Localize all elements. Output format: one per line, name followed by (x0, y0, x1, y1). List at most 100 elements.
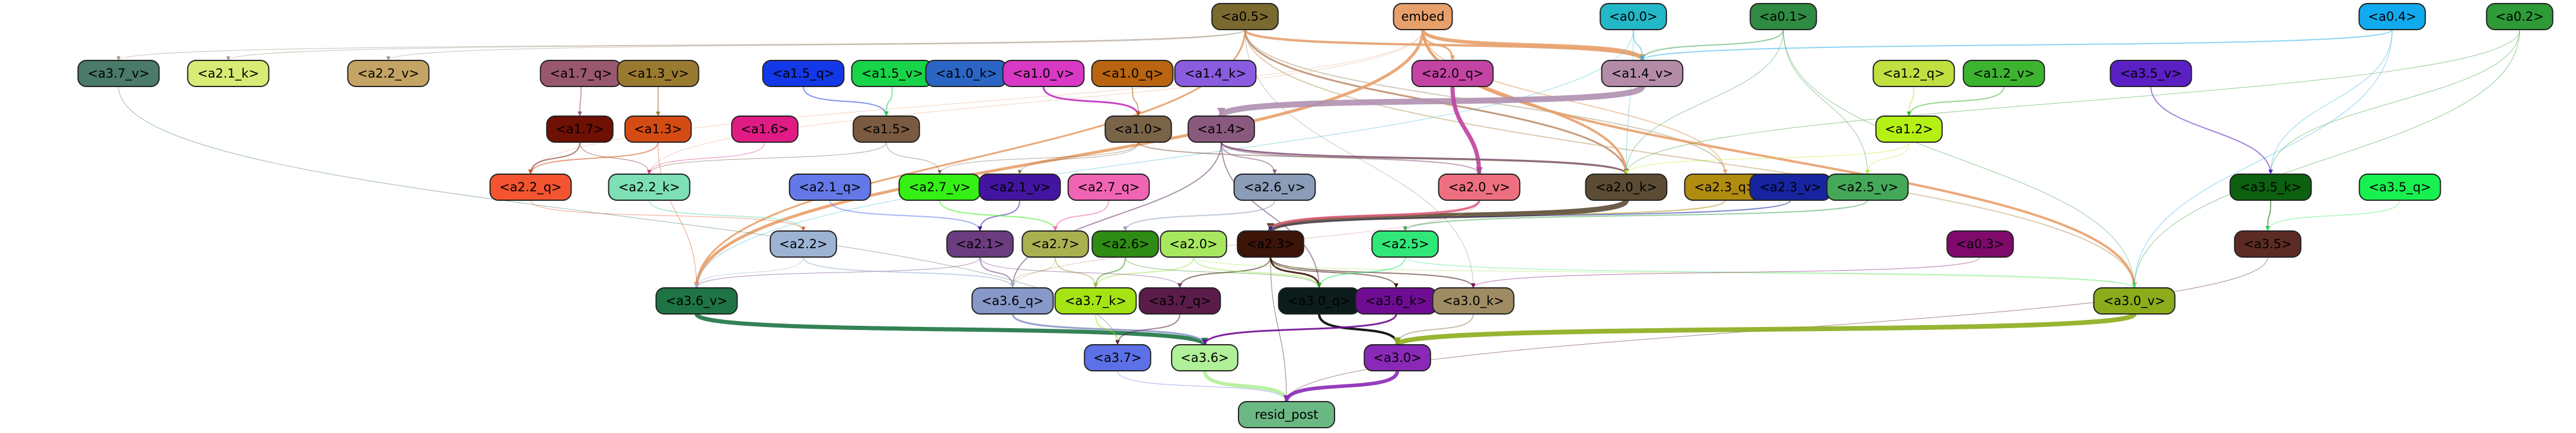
node-a2-5[interactable]: <a2.5> (1371, 230, 1439, 258)
node-a1-3[interactable]: <a1.3> (624, 116, 692, 143)
node-a0-0[interactable]: <a0.0> (1600, 3, 1667, 30)
edge-a0-1-to-a2-0-k (1626, 29, 1784, 175)
node-a0-1[interactable]: <a0.1> (1750, 3, 1817, 30)
node-label: <a1.3_v> (627, 66, 689, 81)
node-a2-0-v[interactable]: <a2.0_v> (1438, 174, 1521, 201)
node-a1-6[interactable]: <a1.6> (731, 116, 799, 143)
node-label: <a3.0_k> (1442, 294, 1504, 309)
node-a1-0-v[interactable]: <a1.0_v> (1002, 60, 1085, 87)
node-a1-0-q[interactable]: <a1.0_q> (1091, 60, 1174, 87)
node-a2-3-q[interactable]: <a2.3_q> (1684, 174, 1767, 201)
edge-arrowhead (694, 284, 699, 288)
node-box (1105, 116, 1172, 143)
node-a2-1-q[interactable]: <a2.1_q> (789, 174, 872, 201)
edge-a2-7-v-to-a2-7 (939, 200, 1056, 232)
node-label: <a2.1_q> (799, 180, 861, 195)
node-a2-2[interactable]: <a2.2> (770, 230, 837, 258)
node-a1-3-v[interactable]: <a1.3_v> (617, 60, 700, 87)
node-a0-5[interactable]: <a0.5> (1211, 3, 1279, 30)
node-a3-5-q[interactable]: <a3.5_q> (2358, 174, 2441, 201)
edge-a2-5-to-a3-0-q (1319, 256, 1406, 288)
node-a2-7[interactable]: <a2.7> (1022, 230, 1089, 258)
node-a1-2[interactable]: <a1.2> (1875, 116, 1943, 143)
node-a2-7-v[interactable]: <a2.7_v> (898, 174, 981, 201)
node-a2-0-k[interactable]: <a2.0_k> (1585, 174, 1668, 201)
node-a3-0-k[interactable]: <a3.0_k> (1432, 287, 1515, 315)
edge-a1-4-to-a3-6-q (1012, 142, 1222, 288)
node-a2-2-q[interactable]: <a2.2_q> (489, 174, 572, 201)
node-box (2486, 3, 2553, 30)
edge-arrowhead (2132, 284, 2137, 288)
node-a2-7-q[interactable]: <a2.7_q> (1067, 174, 1150, 201)
edge-arrowhead (1640, 56, 1645, 60)
node-a3-0-q[interactable]: <a3.0_q> (1278, 287, 1361, 315)
node-a2-0[interactable]: <a2.0> (1160, 230, 1227, 258)
node-box (2229, 174, 2312, 201)
edge-a1-0-to-a2-0-k (1138, 142, 1627, 175)
node-a2-0-q[interactable]: <a2.0_q> (1411, 60, 1494, 87)
node-a3-5[interactable]: <a3.5> (2234, 230, 2302, 258)
node-label: <a2.2_k> (618, 180, 680, 195)
node-box (770, 230, 837, 258)
node-a2-6[interactable]: <a2.6> (1091, 230, 1159, 258)
node-a1-0[interactable]: <a1.0> (1105, 116, 1172, 143)
node-label: <a2.5_v> (1837, 180, 1898, 195)
edge-arrowhead (1272, 169, 1277, 174)
edge-a0-4-to-a3-5-k (2270, 29, 2393, 175)
node-a3-6[interactable]: <a3.6> (1171, 344, 1238, 371)
edge-arrowhead (1217, 108, 1225, 116)
node-a3-5-v[interactable]: <a3.5_v> (2109, 60, 2192, 87)
edge-embed-to-a2-2-k (649, 29, 1423, 175)
node-a1-7[interactable]: <a1.7> (546, 116, 614, 143)
node-a3-7-v[interactable]: <a3.7_v> (77, 60, 160, 87)
node-a3-0[interactable]: <a3.0> (1364, 344, 1431, 371)
node-a2-2-k[interactable]: <a2.2_k> (608, 174, 691, 201)
node-a2-3-v[interactable]: <a2.3_v> (1749, 174, 1832, 201)
node-box (1054, 287, 1137, 315)
node-a3-7[interactable]: <a3.7> (1084, 344, 1151, 371)
node-embed[interactable]: embed (1393, 3, 1453, 30)
node-a2-6-v[interactable]: <a2.6_v> (1233, 174, 1316, 201)
node-box (1371, 230, 1439, 258)
node-a2-2-v[interactable]: <a2.2_v> (347, 60, 430, 87)
node-label: <a3.7_v> (88, 66, 149, 81)
node-a0-3[interactable]: <a0.3> (1946, 230, 2014, 258)
node-a1-5-q[interactable]: <a1.5_q> (762, 60, 845, 87)
node-a1-4-k[interactable]: <a1.4_k> (1174, 60, 1257, 87)
edge-arrowhead (1317, 284, 1321, 288)
node-a3-7-q[interactable]: <a3.7_q> (1138, 287, 1221, 315)
node-a2-3[interactable]: <a2.3> (1237, 230, 1304, 258)
node-a2-1-v[interactable]: <a2.1_v> (978, 174, 1061, 201)
node-a2-5-v[interactable]: <a2.5_v> (1826, 174, 1909, 201)
node-label: <a3.6_v> (666, 294, 727, 309)
edge-a1-3-to-a2-2-q (530, 142, 659, 175)
node-a2-1-k[interactable]: <a2.1_k> (187, 60, 270, 87)
node-label: <a2.0> (1169, 237, 1217, 251)
node-a3-5-k[interactable]: <a3.5_k> (2229, 174, 2312, 201)
node-a1-4[interactable]: <a1.4> (1188, 116, 1255, 143)
node-a1-0-k[interactable]: <a1.0_k> (925, 60, 1008, 87)
node-a1-2-q[interactable]: <a1.2_q> (1872, 60, 1955, 87)
node-box (2358, 174, 2441, 201)
node-label: <a3.0_v> (2103, 294, 2165, 309)
node-resid-post[interactable]: resid_post (1238, 401, 1335, 428)
node-a3-6-v[interactable]: <a3.6_v> (655, 287, 738, 315)
node-box (1138, 287, 1221, 315)
edge-a2-7-to-a3-6-q (1012, 256, 1056, 288)
node-a0-4[interactable]: <a0.4> (2358, 3, 2426, 30)
node-a2-1[interactable]: <a2.1> (946, 230, 1014, 258)
node-a3-0-v[interactable]: <a3.0_v> (2093, 287, 2176, 315)
node-a1-5-v[interactable]: <a1.5_v> (851, 60, 934, 87)
node-a1-5[interactable]: <a1.5> (853, 116, 920, 143)
edge-a2-7-q-to-a2-7 (1055, 200, 1109, 232)
node-a3-6-k[interactable]: <a3.6_k> (1355, 287, 1438, 315)
node-a3-7-k[interactable]: <a3.7_k> (1054, 287, 1137, 315)
node-a1-4-v[interactable]: <a1.4_v> (1601, 60, 1684, 87)
node-a0-2[interactable]: <a0.2> (2486, 3, 2553, 30)
node-a1-7-q[interactable]: <a1.7_q> (540, 60, 623, 87)
node-a3-6-q[interactable]: <a3.6_q> (971, 287, 1054, 315)
edge-arrowhead (1865, 170, 1870, 174)
node-a1-2-v[interactable]: <a1.2_v> (1962, 60, 2045, 87)
node-box (946, 230, 1014, 258)
node-label: <a0.1> (1759, 9, 1807, 24)
